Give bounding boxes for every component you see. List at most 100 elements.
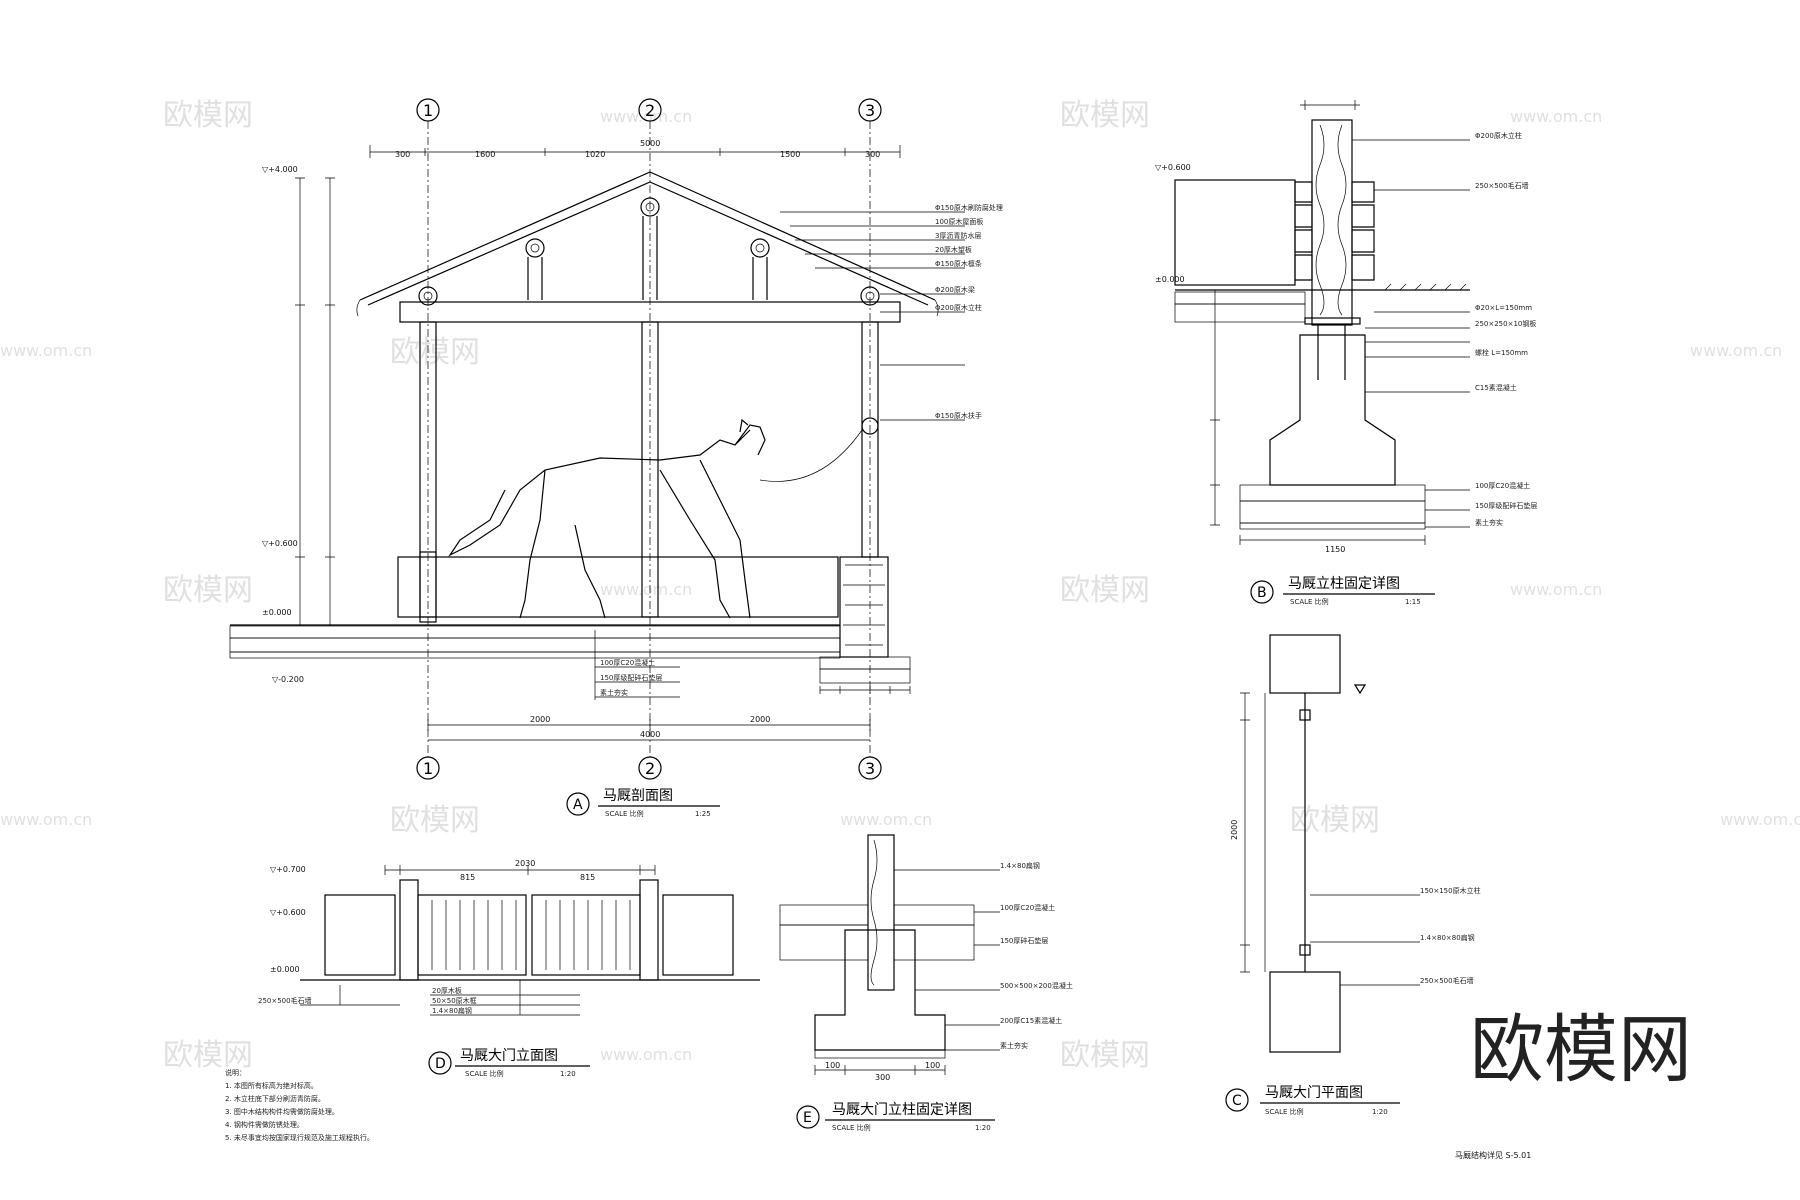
note: 150厚碎石垫层 (1000, 936, 1048, 945)
note: C15素混凝土 (1475, 383, 1517, 392)
watermark-logo: 欧模网 (1290, 803, 1380, 838)
note: 250×500毛石墙 (1420, 976, 1474, 985)
watermark-url: www.om.cn (600, 107, 692, 126)
dim-text: 2000 (530, 715, 550, 724)
dim-total: 4000 (640, 730, 660, 739)
dim-text: 300 (875, 1073, 890, 1082)
level-label: ▽+0.600 (270, 908, 306, 917)
note: 螺栓 L=150mm (1475, 348, 1528, 357)
section-c-drawing: 2000 150×150原木立柱 1.4×80×80扁钢 250×500毛石墙 … (1225, 634, 1481, 1116)
note: 20厚木板 (432, 986, 462, 995)
detail-mark: A (573, 797, 583, 813)
note: 100厚C20混凝土 (600, 658, 655, 667)
watermark-url: www.om.cn (840, 810, 932, 829)
watermark-logo: 欧模网 (163, 98, 253, 133)
level-label: ±0.000 (262, 608, 292, 617)
axis-label: 2 (645, 759, 655, 778)
detail-mark: B (1257, 585, 1267, 601)
section-d-drawing: 2030 815 815 ▽+0.700 ▽+0.600 ±0.000 20厚木… (258, 859, 760, 1078)
detail-mark: D (435, 1056, 446, 1072)
axis-label: 1 (423, 759, 433, 778)
scale-value: 1:20 (975, 1124, 991, 1132)
dim-text: 2000 (750, 715, 770, 724)
note: 50×50原木框 (432, 996, 477, 1005)
axis-label: 3 (865, 101, 875, 120)
dim-text: 815 (460, 873, 475, 882)
level-label: ±0.000 (1155, 275, 1185, 284)
brand-logo: 欧模网 (1470, 1007, 1692, 1093)
scale-label: SCALE 比例 (1290, 597, 1329, 606)
note: 素土夯实 (1475, 518, 1503, 527)
dim-text: 300 (865, 150, 880, 159)
dim-text: 100 (925, 1061, 940, 1070)
drawing-title: 马厩结构详见 S-5.01 (1455, 1150, 1531, 1160)
axis-label: 3 (865, 759, 875, 778)
detail-title: 马厩立柱固定详图 (1288, 576, 1400, 592)
watermark-url: www.om.cn (600, 580, 692, 599)
watermark-url: www.om.cn (1510, 580, 1602, 599)
watermark-logo: 欧模网 (390, 803, 480, 838)
watermarks: 欧模网 欧模网 www.om.cn www.om.cn 欧模网 www.om.c… (0, 98, 1800, 1073)
note: 200厚C15素混凝土 (1000, 1016, 1062, 1025)
watermark-logo: 欧模网 (163, 573, 253, 608)
note: 250×500毛石墙 (1475, 181, 1529, 190)
note-item: 4. 钢构件需做防锈处理。 (225, 1120, 304, 1129)
section-a-drawing: 1 2 3 1 2 3 300 1600 1020 1500 300 5000 (229, 98, 1003, 818)
watermark-logo: 欧模网 (163, 1038, 253, 1073)
scale-value: 1:15 (1405, 598, 1421, 606)
scale-label: SCALE 比例 (1265, 1107, 1304, 1116)
note: Φ20×L=150mm (1475, 304, 1532, 312)
watermark-logo: 欧模网 (1060, 98, 1150, 133)
scale-label: SCALE 比例 (465, 1069, 504, 1078)
stone-pier (839, 556, 889, 658)
note: Φ200原木立柱 (935, 303, 982, 312)
note: 素土夯实 (600, 688, 628, 697)
watermark-logo: 欧模网 (1060, 1038, 1150, 1073)
note-item: 1. 本图所有标高为绝对标高。 (225, 1081, 318, 1090)
general-notes: 说明： 1. 本图所有标高为绝对标高。 2. 木立柱底下部分刷沥青防腐。 3. … (225, 1068, 374, 1142)
section-e-drawing: 100 300 100 1.4×80扁钢 100厚C20混凝土 150厚碎石垫层… (779, 834, 1073, 1132)
scale-label: SCALE 比例 (832, 1123, 871, 1132)
dim-text: 1600 (475, 150, 495, 159)
note: 250×250×10钢板 (1475, 319, 1536, 328)
note-item: 5. 未尽事宜均按国家现行规范及施工规程执行。 (225, 1133, 374, 1142)
watermark-logo: 欧模网 (1060, 573, 1150, 608)
scale-value: 1:20 (560, 1070, 576, 1078)
scale-label: SCALE 比例 (605, 809, 644, 818)
dim-total: 5000 (640, 139, 660, 148)
detail-title: 马厩大门立面图 (460, 1048, 558, 1064)
watermark-url: www.om.cn (0, 810, 92, 829)
note: 1.4×80扁钢 (432, 1006, 472, 1015)
detail-title: 马厩大门立柱固定详图 (832, 1102, 972, 1118)
note: 3厚沥青防水层 (935, 231, 981, 240)
note-item: 2. 木立柱底下部分刷沥青防腐。 (225, 1094, 325, 1103)
dim-text: 1500 (780, 150, 800, 159)
note: 1.4×80×80扁钢 (1420, 933, 1475, 942)
dim-text: 815 (580, 873, 595, 882)
level-label: ▽-0.200 (272, 675, 304, 684)
watermark-logo: 欧模网 (390, 335, 480, 370)
note: Φ200原木立柱 (1475, 131, 1522, 140)
level-label: ±0.000 (270, 965, 300, 974)
note: 150厚级配碎石垫层 (600, 673, 662, 682)
notes-heading: 说明： (225, 1068, 246, 1077)
level-label: ▽+0.600 (1155, 163, 1191, 172)
scale-value: 1:25 (695, 810, 711, 818)
dim-text: 300 (395, 150, 410, 159)
scale-value: 1:20 (1372, 1108, 1388, 1116)
note: 250×500毛石墙 (258, 996, 312, 1005)
note-item: 3. 图中木结构构件均需做防腐处理。 (225, 1107, 339, 1116)
level-label: ▽+0.600 (262, 539, 298, 548)
detail-title: 马厩大门平面图 (1265, 1085, 1363, 1101)
watermark-url: www.om.cn (1510, 107, 1602, 126)
note: 素土夯实 (1000, 1041, 1028, 1050)
watermark-url: www.om.cn (1720, 810, 1800, 829)
watermark-url: www.om.cn (600, 1045, 692, 1064)
note: 1.4×80扁钢 (1000, 861, 1040, 870)
note: 150厚级配碎石垫层 (1475, 501, 1537, 510)
watermark-url: www.om.cn (1690, 341, 1782, 360)
dim-text: 2000 (1230, 820, 1239, 840)
note: Φ200原木梁 (935, 285, 975, 294)
note: 100原木屋面板 (935, 217, 983, 226)
